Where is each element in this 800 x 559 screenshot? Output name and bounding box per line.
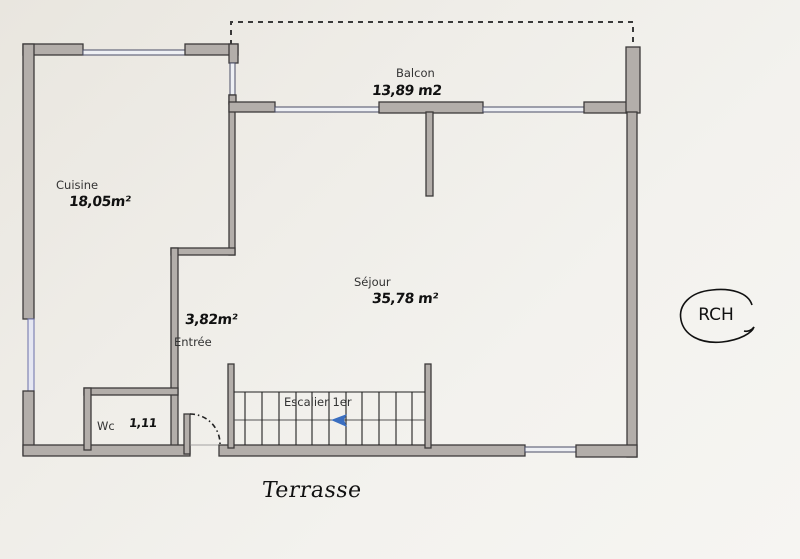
wall-bottom-middle [218,444,526,457]
window-cuisine-left [27,318,35,392]
area-value: 13,89 [371,83,415,99]
area-unit: m² [417,291,439,307]
staircase [234,391,425,445]
stair-arrow-icon [331,414,347,427]
stair-label: Escalier 1er [284,395,352,409]
area-value: 18,05 [68,194,112,210]
room-name-sejour: Séjour [354,275,391,289]
wall-wc-left [83,387,92,451]
wall-cuisine-left-upper [22,43,35,320]
wall-right-top [625,46,641,114]
room-area-balcon: 13,89 m2 [371,83,442,99]
room-area-entree: 3,82m² [184,312,238,328]
area-value: 35,78 [371,291,415,307]
area-unit: m2 [417,83,443,99]
room-area-sejour: 35,78 m² [371,291,439,307]
room-area-cuisine: 18,05m² [68,194,131,210]
window-balcony-right [482,106,585,113]
wall-sejour-stub [425,111,434,197]
door-swing [189,413,221,446]
door-jamb-left [183,413,191,455]
stair-post-right [424,363,432,449]
wall-entree-left [170,247,179,451]
room-name-balcon: Balcon [396,66,435,80]
wall-cuisine-sejour [228,94,236,256]
balcony-outline [230,21,634,45]
window-cuisine-top [82,49,186,56]
level-badge-text: RCH [698,305,734,325]
wall-bottom-left [22,444,191,457]
room-area-wc: 1,11 [128,416,158,430]
level-badge: RCH [678,288,754,346]
area-unit: m² [109,194,132,210]
room-name-cuisine: Cuisine [56,178,99,192]
area-unit: m² [216,312,239,328]
wall-corner-post [228,43,239,64]
room-name-entree: Entrée [174,335,212,349]
window-sejour-bottom [524,446,577,453]
wall-bottom-right [575,444,638,458]
wall-wc-top [83,387,179,396]
level-badge-circle [679,288,755,344]
wall-cuisine-entree-step [170,247,236,256]
wall-right [626,111,638,458]
window-balcony-side [229,62,236,96]
outside-label-terrasse: Terrasse [260,478,364,503]
room-name-wc: Wc [97,419,115,433]
stair-post-left [227,363,235,449]
wall-balcony-left [228,101,276,113]
window-balcony-left [274,106,380,113]
area-value: 3,82 [184,312,219,328]
